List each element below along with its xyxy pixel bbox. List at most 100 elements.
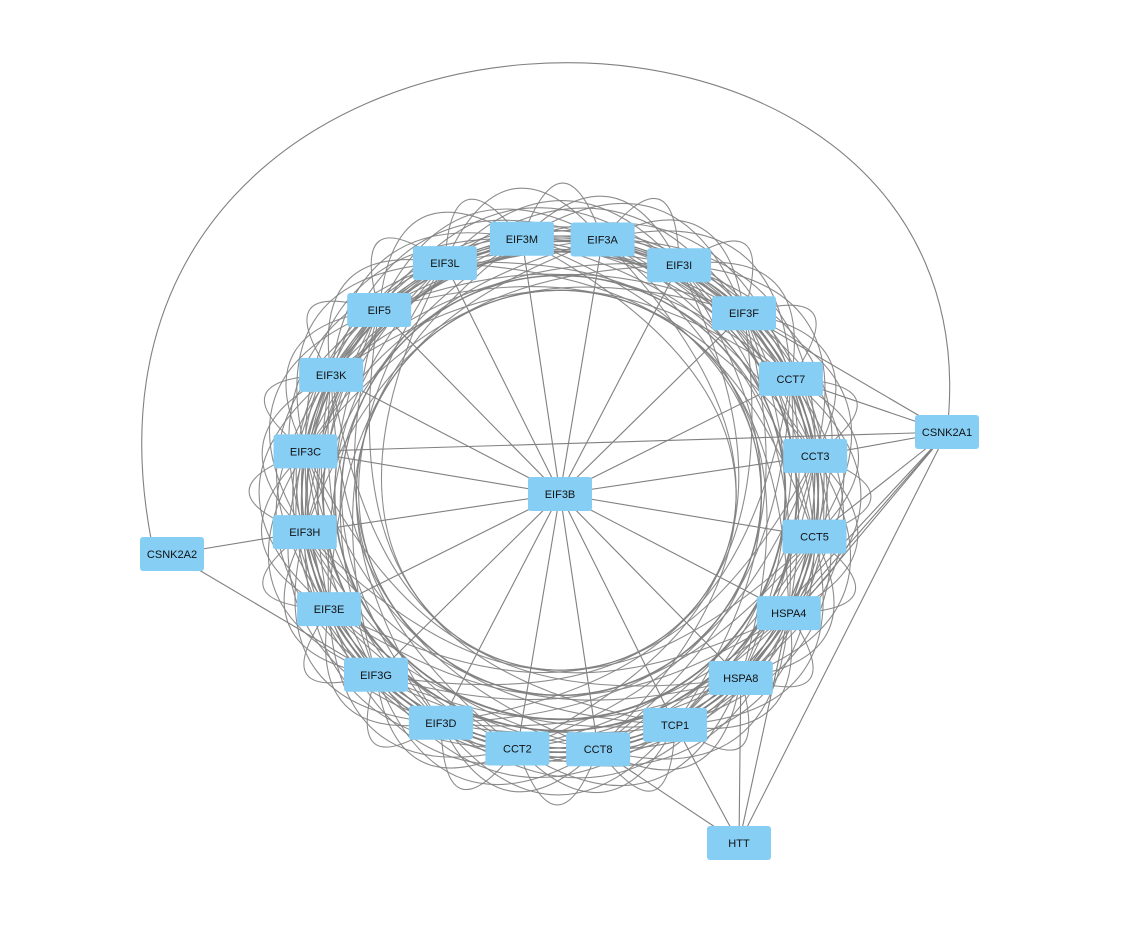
node-box[interactable] [643, 707, 708, 742]
node-box[interactable] [647, 248, 712, 283]
node-cct7[interactable]: CCT7 [758, 361, 823, 396]
node-eif3d[interactable]: EIF3D [408, 705, 473, 740]
node-label: CCT3 [801, 451, 830, 463]
extra-edge [738, 431, 948, 844]
ring-edge [597, 724, 676, 792]
ring-edge [679, 264, 826, 457]
node-eif3c[interactable]: EIF3C [273, 434, 338, 469]
node-box[interactable] [783, 438, 848, 473]
ring-edge [440, 722, 599, 793]
node-cct3[interactable]: CCT3 [783, 438, 848, 473]
node-eif3a[interactable]: EIF3A [570, 222, 635, 257]
ring-edge [258, 374, 332, 610]
extra-edge [738, 677, 742, 844]
node-box[interactable] [273, 434, 338, 469]
node-box[interactable] [297, 592, 362, 627]
ring-edge [521, 182, 604, 240]
node-box[interactable] [712, 296, 776, 331]
node-label: EIF3D [425, 718, 456, 730]
node-box[interactable] [566, 732, 631, 767]
node-box[interactable] [782, 519, 847, 554]
node-box[interactable] [272, 515, 337, 550]
extra-edge [171, 553, 377, 676]
ring-edge [444, 200, 680, 266]
node-box[interactable] [915, 415, 979, 449]
node-eif3h[interactable]: EIF3H [272, 515, 337, 550]
node-label: EIF3H [289, 527, 320, 539]
hub-edge [305, 450, 561, 495]
node-label: HTT [728, 838, 750, 850]
node-label: EIF3B [545, 489, 576, 501]
node-eif3l[interactable]: EIF3L [412, 246, 477, 281]
node-box[interactable] [299, 357, 364, 392]
ring-edge [743, 312, 853, 537]
node-hspa8[interactable]: HSPA8 [708, 661, 773, 695]
hub-edge [559, 378, 792, 495]
ring-edge [444, 187, 604, 264]
node-box[interactable] [528, 477, 592, 511]
ring-edge [597, 613, 790, 760]
node-box[interactable] [347, 293, 412, 327]
node-box[interactable] [140, 537, 204, 571]
node-label: EIF3I [666, 260, 692, 272]
node-cct8[interactable]: CCT8 [566, 732, 631, 767]
node-eif3k[interactable]: EIF3K [299, 357, 364, 392]
node-eif3g[interactable]: EIF3G [344, 657, 408, 692]
node-cct2[interactable]: CCT2 [485, 731, 550, 766]
hub-edge [440, 493, 561, 724]
ring-edge [269, 309, 380, 533]
nodes-layer: EIF3B EIF3M EIF3A EIF3I EIF3F CCT7CCT3CCT5HSP… [140, 221, 979, 860]
ring-edge [375, 674, 599, 785]
node-hspa4[interactable]: HSPA4 [756, 596, 821, 631]
ring-edge [296, 262, 445, 452]
ring-edge [516, 748, 599, 806]
node-eif3f[interactable]: EIF3F [712, 296, 776, 331]
node-box[interactable] [489, 221, 554, 256]
extra-edge [814, 431, 948, 538]
outer-arc-edge [141, 62, 950, 545]
node-csnk2a2[interactable]: CSNK2A2 [140, 537, 204, 571]
ring-edge [602, 230, 792, 379]
node-box[interactable] [758, 361, 823, 396]
hub-edge [559, 493, 815, 538]
node-label: CCT8 [584, 744, 613, 756]
node-eif3b[interactable]: EIF3B [528, 477, 592, 511]
node-box[interactable] [408, 705, 473, 740]
node-label: EIF3M [506, 234, 538, 246]
ring-edge [330, 374, 741, 701]
node-label: EIF3G [360, 670, 392, 682]
node-eif3i[interactable]: EIF3I [647, 248, 712, 283]
node-box[interactable] [756, 596, 821, 631]
hub-edge [559, 264, 680, 495]
node-box[interactable] [708, 661, 773, 695]
ring-edge [521, 195, 680, 266]
node-box[interactable] [485, 731, 550, 766]
ring-edge [379, 286, 790, 614]
hub-edge [559, 493, 790, 614]
node-eif3e[interactable]: EIF3E [297, 592, 362, 627]
ring-edge [328, 609, 518, 758]
node-csnk2a1[interactable]: CSNK2A1 [915, 415, 979, 449]
node-label: HSPA8 [723, 673, 758, 685]
node-label: EIF3A [587, 235, 618, 247]
node-box[interactable] [570, 222, 635, 257]
extra-edge [788, 431, 948, 614]
hub-edge [521, 238, 561, 495]
extra-edge [674, 724, 740, 844]
node-htt[interactable]: HTT [707, 826, 771, 860]
node-label: CSNK2A2 [147, 549, 197, 561]
node-tcp1[interactable]: TCP1 [643, 707, 708, 742]
hub-edge [375, 493, 561, 676]
node-eif5[interactable]: EIF5 [347, 293, 412, 327]
ring-edge [517, 724, 676, 794]
extra-edge [305, 431, 948, 452]
hub-edge [516, 493, 561, 749]
node-eif3m[interactable]: EIF3M [489, 221, 554, 256]
node-cct5[interactable]: CCT5 [782, 519, 847, 554]
node-box[interactable] [707, 826, 771, 860]
hub-edge [328, 493, 561, 610]
node-label: EIF3E [314, 604, 345, 616]
node-box[interactable] [344, 657, 408, 692]
node-box[interactable] [412, 246, 477, 281]
ring-edge [740, 455, 851, 679]
